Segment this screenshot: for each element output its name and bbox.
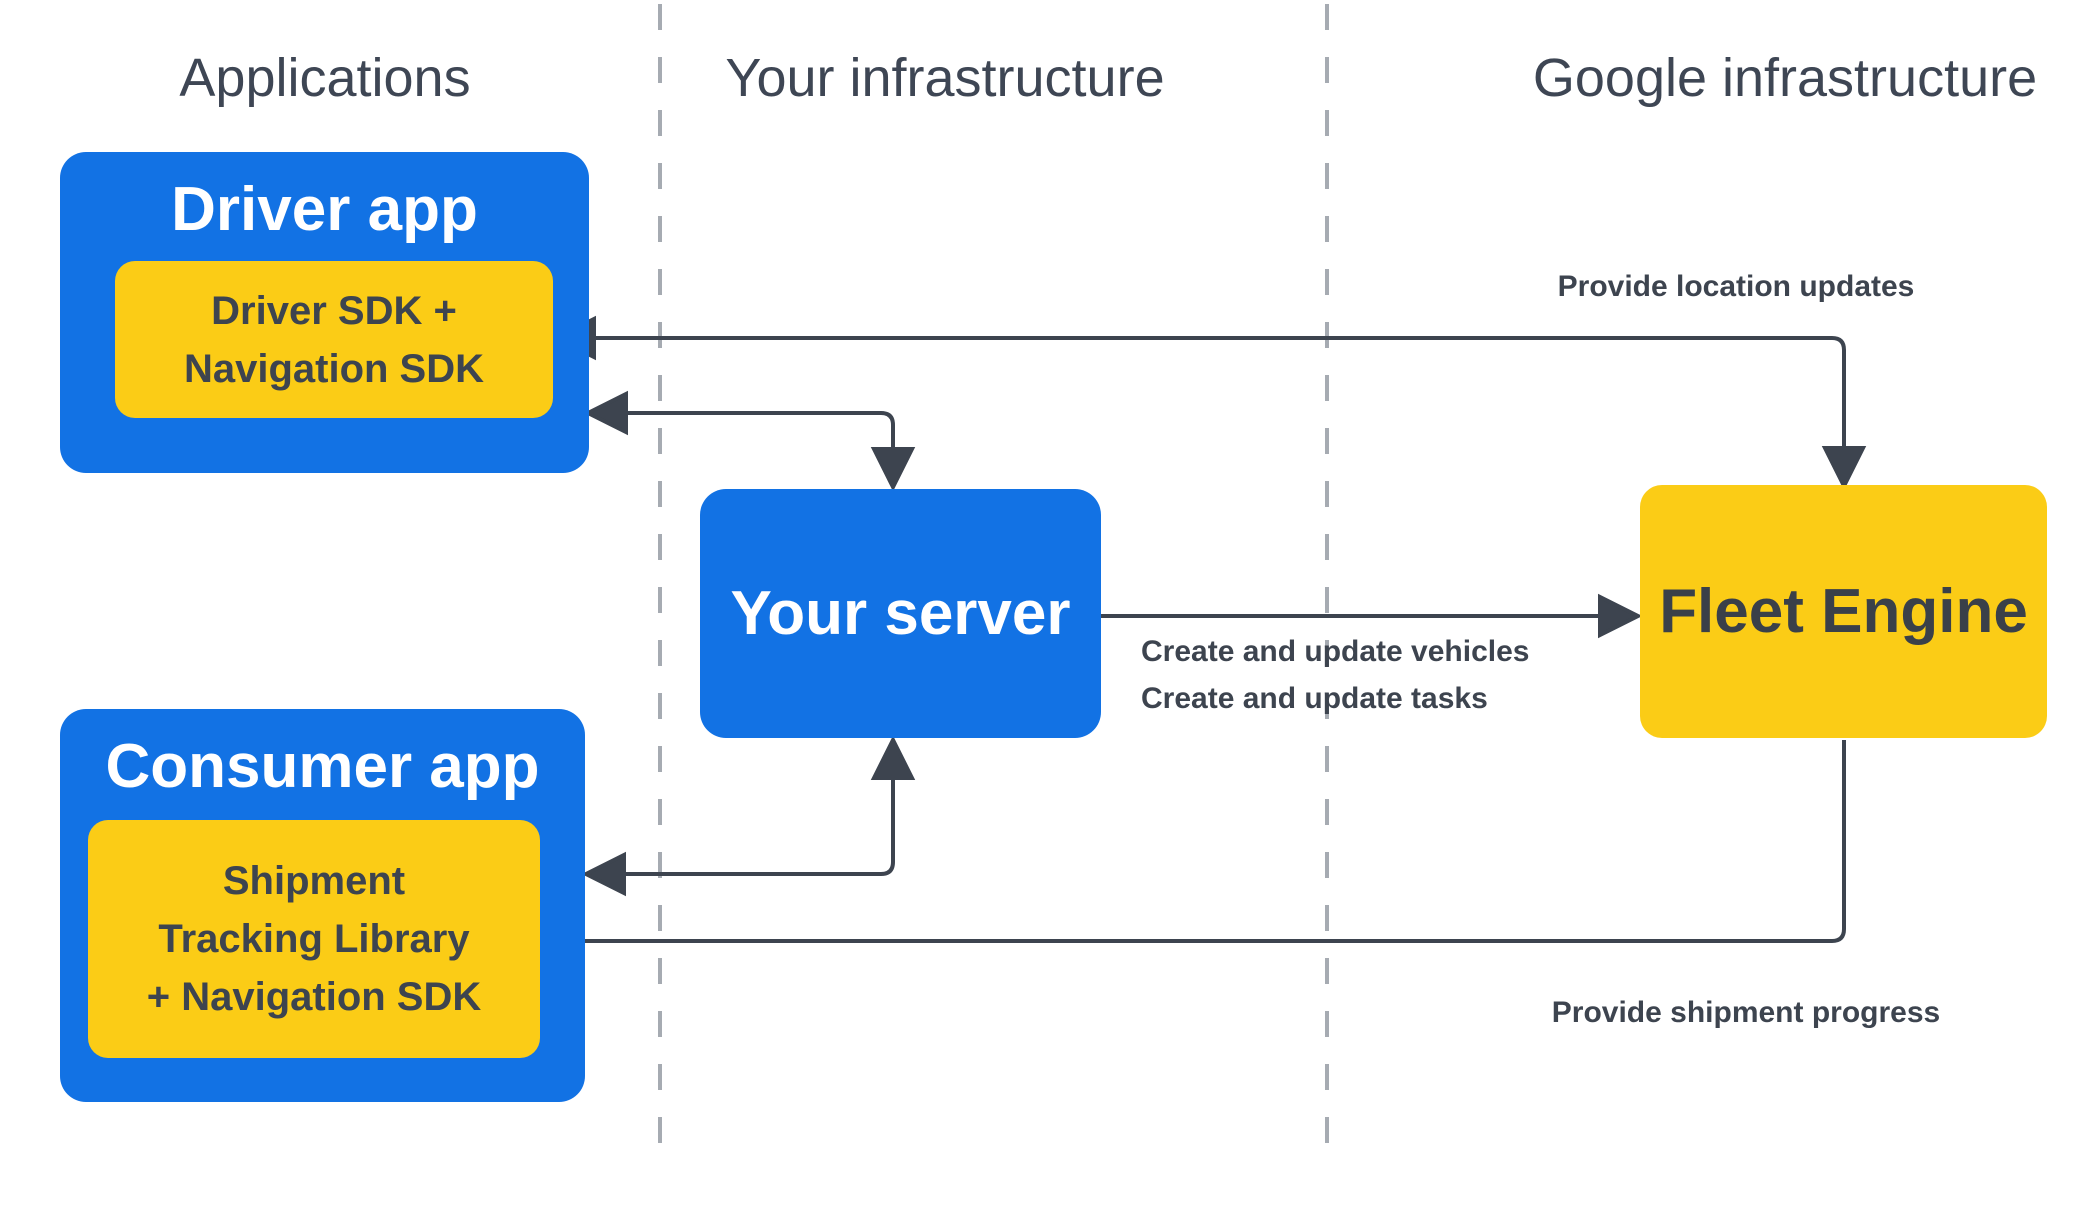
lane-header-your-infrastructure: Your infrastructure <box>725 48 1165 108</box>
arrow-your-server-fleet-engine <box>1101 593 1643 639</box>
lane-header-google-infrastructure: Google infrastructure <box>1532 48 2038 108</box>
shipment-library-label-line2: Tracking Library <box>158 917 470 961</box>
label-create-update-tasks: Create and update tasks <box>1141 682 1488 715</box>
driver-sdk-node: Driver SDK + Navigation SDK <box>115 261 553 418</box>
arrow-shipment-progress <box>535 740 1846 964</box>
arrow-driver-app-your-server <box>583 390 916 492</box>
lane-header-applications: Applications <box>179 48 471 108</box>
label-provide-location-updates: Provide location updates <box>1557 270 1915 303</box>
arrowhead-into-your-server-bottom <box>870 735 916 780</box>
fleet-engine-node: Fleet Engine <box>1640 485 2047 738</box>
arrow-driver-app-your-server-path <box>624 411 895 452</box>
arrowhead-into-consumer-app <box>581 851 626 897</box>
label-create-update: Create and update vehicles Create and up… <box>1141 628 1529 722</box>
your-server-node: Your server <box>700 489 1101 738</box>
shipment-library-label-line3: + Navigation SDK <box>146 975 482 1019</box>
label-create-update-vehicles: Create and update vehicles <box>1141 635 1530 668</box>
arrowhead-into-fleet-engine-top <box>1821 446 1867 491</box>
arrow-location-updates-path <box>592 336 1846 450</box>
arrowhead-into-fleet-engine-left <box>1598 593 1643 639</box>
arrow-consumer-app-your-server-path <box>622 775 895 876</box>
label-provide-shipment-progress: Provide shipment progress <box>1551 996 1941 1029</box>
arrow-consumer-app-your-server <box>581 735 916 897</box>
shipment-library-label-line1: Shipment <box>222 859 406 903</box>
arrow-shipment-progress-path <box>576 740 1846 943</box>
driver-app-title: Driver app <box>171 175 478 244</box>
shipment-tracking-library-node: Shipment Tracking Library + Navigation S… <box>88 820 540 1058</box>
driver-sdk-label-line1: Driver SDK + <box>211 288 457 333</box>
arrow-location-updates <box>551 315 1867 491</box>
arrowhead-into-driver-app <box>583 390 628 436</box>
arrowhead-into-your-server-top <box>870 447 916 492</box>
driver-sdk-label-line2: Navigation SDK <box>183 346 485 391</box>
consumer-app-title: Consumer app <box>105 732 540 801</box>
